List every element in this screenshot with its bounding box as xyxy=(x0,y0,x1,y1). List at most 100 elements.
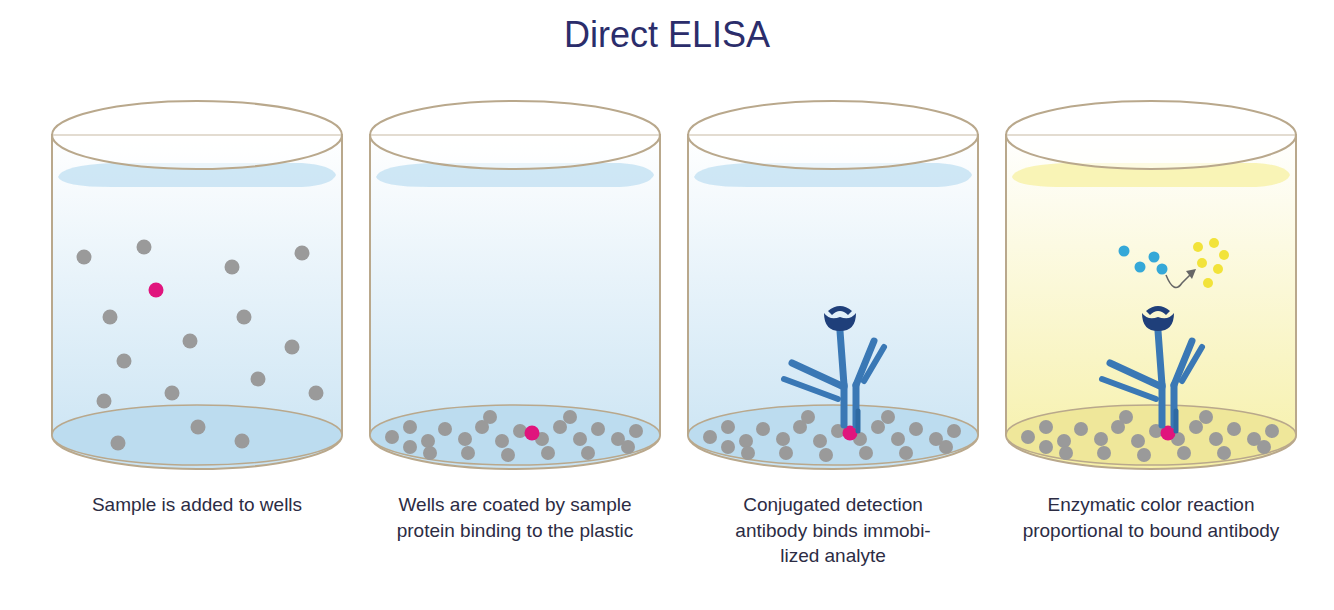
protein-dot xyxy=(225,260,240,275)
protein-dot xyxy=(1131,434,1145,448)
protein-dot xyxy=(1059,446,1073,460)
protein-dot xyxy=(1199,410,1213,424)
step-caption: Wells are coated by sample protein bindi… xyxy=(380,492,650,543)
well-body xyxy=(52,135,342,469)
antibody-chain xyxy=(1159,385,1166,425)
enzyme-conjugate xyxy=(824,313,856,331)
caption-text: Enzymatic color reaction proportional to… xyxy=(1023,494,1280,541)
protein-dot xyxy=(1057,434,1071,448)
protein-dot xyxy=(1197,258,1207,268)
protein-dot xyxy=(756,422,770,436)
protein-dot xyxy=(741,446,755,460)
well-cylinder xyxy=(688,101,978,469)
protein-dot xyxy=(385,430,399,444)
light-chain xyxy=(864,347,884,381)
protein-dot xyxy=(191,420,206,435)
well-rim xyxy=(52,101,342,169)
enzyme-conjugate xyxy=(1146,306,1170,315)
protein-dot xyxy=(295,246,310,261)
light-chain xyxy=(1182,347,1202,381)
protein-dot xyxy=(779,446,793,460)
protein-dot xyxy=(1097,446,1111,460)
well-rim xyxy=(688,101,978,169)
enzyme-conjugate xyxy=(828,306,852,315)
protein-dot xyxy=(891,432,905,446)
antibody-chain xyxy=(1174,411,1179,431)
protein-dot xyxy=(458,432,472,446)
detection-antibody xyxy=(784,306,884,431)
protein-dot xyxy=(149,283,164,298)
reaction-arrowhead xyxy=(1186,269,1196,279)
protein-dot xyxy=(438,422,452,436)
protein-dot xyxy=(1265,424,1279,438)
step-caption: Sample is added to wells xyxy=(72,492,322,518)
protein-dot xyxy=(1137,448,1151,462)
protein-dot xyxy=(581,446,595,460)
protein-dot xyxy=(881,410,895,424)
protein-dot xyxy=(1149,252,1160,263)
protein-dot xyxy=(721,420,735,434)
protein-dot xyxy=(947,424,961,438)
antibody-chain xyxy=(841,385,848,425)
protein-dot xyxy=(939,440,953,454)
well-bottom xyxy=(688,405,978,465)
protein-dot xyxy=(1209,432,1223,446)
protein-dot xyxy=(739,434,753,448)
well-body xyxy=(1006,135,1296,469)
protein-dot xyxy=(423,446,437,460)
light-chain xyxy=(1102,379,1156,399)
light-chain xyxy=(784,379,838,399)
protein-dot xyxy=(183,334,198,349)
protein-dot xyxy=(591,422,605,436)
protein-dot xyxy=(495,434,509,448)
protein-dot xyxy=(117,354,132,369)
well-cylinder xyxy=(52,101,342,469)
protein-dot xyxy=(1189,420,1203,434)
reaction-arrow xyxy=(1166,273,1192,288)
well-bottom xyxy=(1006,405,1296,465)
well-rim xyxy=(1006,101,1296,169)
protein-dot xyxy=(421,434,435,448)
protein-dot xyxy=(461,446,475,460)
protein-dot xyxy=(813,434,827,448)
step-caption: Enzymatic color reaction proportional to… xyxy=(1016,492,1286,543)
protein-dot xyxy=(251,372,266,387)
protein-dot xyxy=(309,386,324,401)
protein-dot xyxy=(1217,446,1231,460)
protein-dot xyxy=(1074,422,1088,436)
protein-dot xyxy=(1119,246,1130,257)
protein-dot xyxy=(525,426,540,441)
protein-dot xyxy=(819,448,833,462)
enzyme-conjugate xyxy=(1142,313,1174,331)
protein-dot xyxy=(1094,432,1108,446)
well-cylinder xyxy=(1006,101,1296,469)
protein-dot xyxy=(541,446,555,460)
protein-dot xyxy=(703,430,717,444)
protein-dot xyxy=(563,410,577,424)
protein-dot xyxy=(1021,430,1035,444)
caption-text: Sample is added to wells xyxy=(92,494,302,515)
protein-dot xyxy=(1135,262,1146,273)
well-body xyxy=(688,135,978,469)
protein-dot xyxy=(403,440,417,454)
well-body xyxy=(370,135,660,469)
protein-dot xyxy=(103,310,118,325)
protein-dot xyxy=(1157,264,1168,275)
protein-dot xyxy=(621,440,635,454)
diagram-title: Direct ELISA xyxy=(0,14,1334,56)
protein-dot xyxy=(483,410,497,424)
protein-dot xyxy=(97,394,112,409)
protein-dot xyxy=(776,432,790,446)
antibody-chain xyxy=(856,411,861,431)
protein-dot xyxy=(1209,238,1219,248)
protein-dot xyxy=(859,446,873,460)
protein-dot xyxy=(629,424,643,438)
protein-dot xyxy=(501,448,515,462)
protein-dot xyxy=(573,432,587,446)
detection-antibody xyxy=(1102,306,1202,431)
antibody-arm xyxy=(1158,331,1162,385)
protein-dot xyxy=(909,422,923,436)
protein-dot xyxy=(1257,440,1271,454)
protein-dot xyxy=(1227,422,1241,436)
